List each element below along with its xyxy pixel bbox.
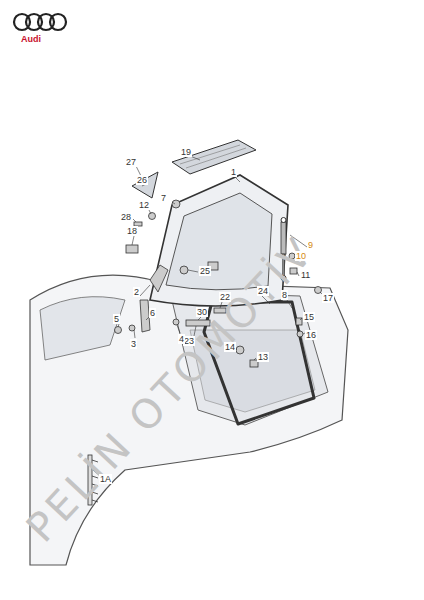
callout-number: 25 — [199, 266, 211, 276]
callout-number: 28 — [120, 212, 132, 222]
trim-piece — [132, 172, 158, 198]
callout-number: 6 — [149, 308, 156, 318]
callout-number: 3 — [130, 339, 137, 349]
callout-number: 24 — [257, 286, 269, 296]
callout-number: 7 — [160, 193, 167, 203]
callout-number: 1 — [230, 167, 237, 177]
callout-number: 4 — [178, 334, 185, 344]
callout-number: 19 — [180, 147, 192, 157]
car-body — [30, 275, 348, 565]
callout-number: 26 — [136, 175, 148, 185]
callout-number: 18 — [126, 226, 138, 236]
callout-number: 13 — [257, 352, 269, 362]
spoiler — [172, 140, 256, 174]
callout-number: 14 — [224, 342, 236, 352]
callout-number: 9 — [307, 240, 314, 250]
brand-name: Audi — [20, 34, 42, 44]
callout-number: 27 — [125, 157, 137, 167]
callout-number: 11 — [300, 270, 311, 280]
callout-number: 2 — [133, 287, 140, 297]
hinge — [150, 265, 168, 292]
side-window — [40, 297, 125, 360]
callout-number: 17 — [322, 293, 334, 303]
callout-number: 1A — [99, 474, 112, 484]
callout-number: 16 — [305, 330, 317, 340]
callout-number: 5 — [113, 314, 120, 324]
audi-rings — [14, 14, 66, 30]
callout-number: 30 — [196, 307, 208, 317]
callout-number: 10 — [295, 251, 307, 261]
callout-number: 12 — [138, 200, 150, 210]
callout-number: 22 — [219, 292, 231, 302]
tailgate — [150, 175, 288, 306]
callout-number: 8 — [281, 290, 288, 300]
callout-number: 15 — [303, 312, 315, 322]
